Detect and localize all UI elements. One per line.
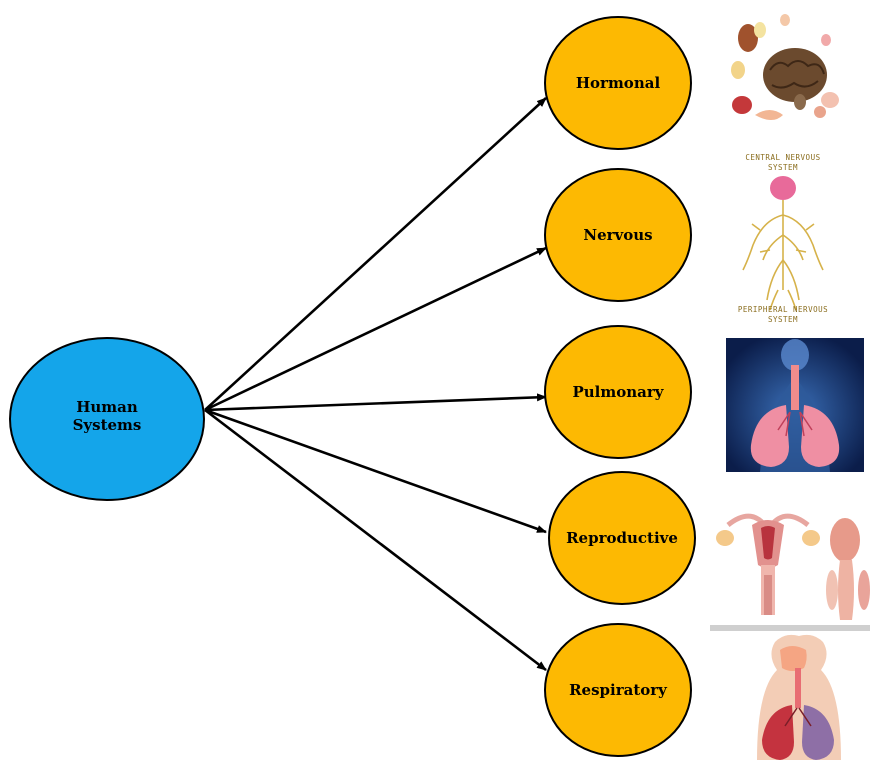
respiratory-tract-illustration: [757, 635, 841, 760]
arrow-to-respiratory: [205, 410, 546, 670]
arrow-to-pulmonary: [205, 397, 546, 410]
system-label: Hormonal: [576, 74, 661, 92]
system-node-reproductive: Reproductive: [549, 472, 695, 604]
system-label: Pulmonary: [572, 383, 664, 401]
system-label: Respiratory: [569, 681, 668, 699]
system-node-respiratory: Respiratory: [545, 624, 691, 756]
system-label: Nervous: [583, 226, 652, 244]
arrow-to-nervous: [205, 248, 546, 410]
arrow-to-reproductive: [205, 410, 546, 532]
reproductive-organs-illustration: [710, 500, 870, 631]
system-label: Reproductive: [566, 529, 678, 547]
hub-node: Human Systems: [10, 338, 204, 500]
caption-central-nervous-line1: CENTRAL NERVOUS: [745, 153, 820, 162]
caption-peripheral-nervous-line1: PERIPHERAL NERVOUS: [738, 305, 828, 314]
nervous-system-illustration: CENTRAL NERVOUS SYSTEM PERIPHERAL NERVOU…: [738, 153, 828, 324]
caption-central-nervous-line2: SYSTEM: [768, 163, 798, 172]
system-node-hormonal: Hormonal: [545, 17, 691, 149]
endocrine-glands-illustration: [731, 14, 839, 120]
arrow-to-hormonal: [205, 98, 546, 410]
hub-label-line2: Systems: [73, 416, 142, 434]
system-node-nervous: Nervous: [545, 169, 691, 301]
arrows: [205, 98, 546, 670]
lungs-xray-illustration: [726, 338, 864, 472]
hub-label-line1: Human: [76, 398, 138, 416]
caption-peripheral-nervous-line2: SYSTEM: [768, 315, 798, 324]
system-node-pulmonary: Pulmonary: [545, 326, 691, 458]
